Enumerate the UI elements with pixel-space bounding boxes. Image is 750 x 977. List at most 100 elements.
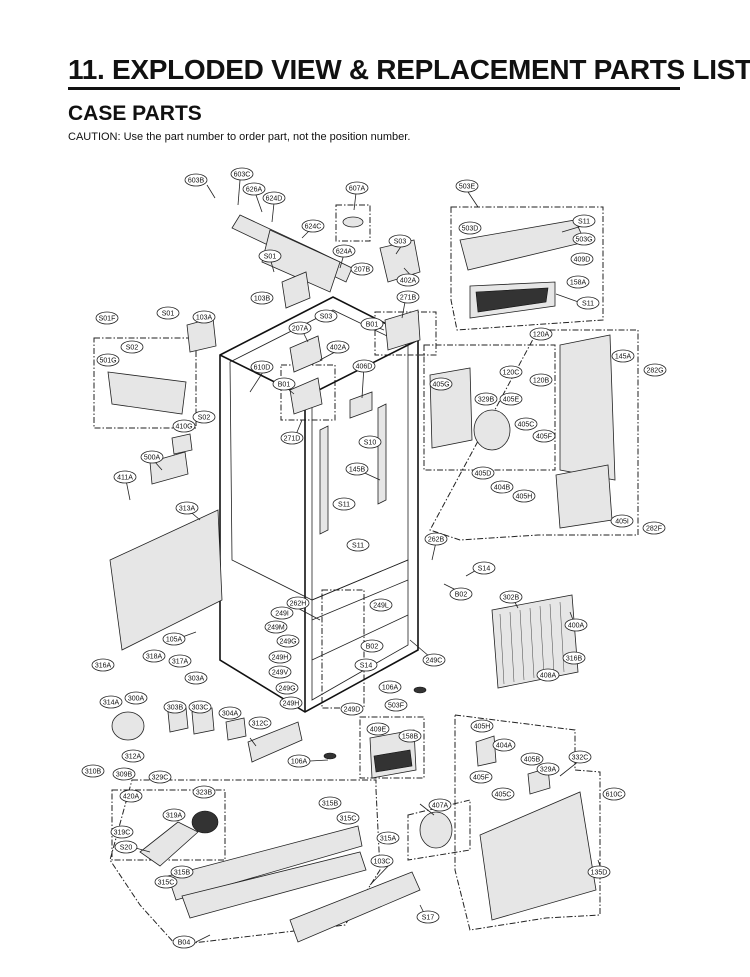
part-number: 207B xyxy=(354,267,371,274)
callout-oval xyxy=(572,232,596,246)
part-number: 411A xyxy=(117,475,133,482)
callout-oval xyxy=(192,410,216,424)
callout-oval xyxy=(192,310,216,324)
callout-oval xyxy=(512,489,536,503)
part-number: 249L xyxy=(373,603,389,610)
part-number: 103C xyxy=(374,859,391,866)
part-number: 303B xyxy=(167,705,184,712)
callout-oval xyxy=(346,538,370,552)
part-callout-610d: 610D xyxy=(250,360,274,374)
caution-note: CAUTION: Use the part number to order pa… xyxy=(68,131,411,143)
part-callout-s11: S11 xyxy=(572,214,596,228)
part-callout-282f: 282F xyxy=(642,521,666,535)
part-callout-s14: S14 xyxy=(354,658,378,672)
callout-oval xyxy=(642,521,666,535)
part-callout-309b: 309B xyxy=(112,767,136,781)
callout-oval xyxy=(576,296,600,310)
part-callout-319c: 319C xyxy=(110,825,134,839)
callout-oval xyxy=(142,649,166,663)
callout-oval xyxy=(602,787,626,801)
callout-oval xyxy=(99,695,123,709)
callout-oval xyxy=(279,696,303,710)
callout-oval xyxy=(120,340,144,354)
callout-oval xyxy=(275,681,299,695)
callout-oval xyxy=(358,435,382,449)
part-number: 249G xyxy=(278,686,295,693)
part-callout-249c: 249C xyxy=(422,653,446,667)
callout-oval xyxy=(162,632,186,646)
callout-oval xyxy=(162,808,186,822)
callout-oval xyxy=(119,789,143,803)
callout-oval xyxy=(429,377,453,391)
callout-oval xyxy=(360,317,384,331)
part-number: 329A xyxy=(540,767,557,774)
callout-oval xyxy=(301,219,325,233)
callout-oval xyxy=(532,429,556,443)
part-callout-501g: 501G xyxy=(96,353,120,367)
part-number: 626A xyxy=(246,187,263,194)
upper-parts xyxy=(107,214,616,529)
part-number: 304A xyxy=(222,711,239,718)
part-callout-405h: 405H xyxy=(470,719,494,733)
refrigerator-cabinet xyxy=(219,296,421,713)
callout-box-shelf xyxy=(93,337,197,429)
part-number: 624C xyxy=(305,224,322,231)
part-callout-106a: 106A xyxy=(378,680,402,694)
part-callout-b04: B04 xyxy=(172,935,196,949)
callout-oval xyxy=(250,291,274,305)
callout-oval xyxy=(520,752,544,766)
part-number: 317A xyxy=(172,659,189,666)
part-callout-s01: S01 xyxy=(156,306,180,320)
part-number: 406D xyxy=(356,364,373,371)
part-number: 105A xyxy=(166,637,183,644)
part-callout-207a: 207A xyxy=(288,321,312,335)
callout-oval xyxy=(474,392,498,406)
part-number: B02 xyxy=(366,644,379,651)
part-number: S11 xyxy=(582,301,594,308)
part-callout-249m: 249M xyxy=(264,620,288,634)
callout-oval xyxy=(242,182,266,196)
part-number: 249V xyxy=(272,670,289,677)
callout-oval xyxy=(469,770,493,784)
part-callout-314a: 314A xyxy=(99,695,123,709)
callout-oval xyxy=(326,340,350,354)
callout-oval xyxy=(280,431,304,445)
part-number: 120B xyxy=(533,378,550,385)
part-callout-503g: 503G xyxy=(572,232,596,246)
part-number: 404B xyxy=(494,485,511,492)
callout-oval xyxy=(587,865,611,879)
part-callout-503d: 503D xyxy=(458,221,482,235)
part-callout-405c: 405C xyxy=(514,417,538,431)
part-number: 503G xyxy=(575,237,592,244)
part-callout-315b: 315B xyxy=(170,865,194,879)
part-callout-145b: 145B xyxy=(345,462,369,476)
part-callout-624d: 624D xyxy=(262,191,286,205)
part-callout-106a: 106A xyxy=(287,754,311,768)
part-callout-249i: 249I xyxy=(270,606,294,620)
callout-oval xyxy=(170,865,194,879)
callout-oval xyxy=(172,935,196,949)
callout-oval xyxy=(168,654,192,668)
callout-oval xyxy=(566,275,590,289)
part-number: 323B xyxy=(196,790,213,797)
part-number: 503E xyxy=(459,184,476,191)
callout-oval xyxy=(492,738,516,752)
part-callout-120b: 120B xyxy=(529,373,553,387)
part-callout-402a: 402A xyxy=(396,273,420,287)
part-number: 405F xyxy=(473,775,489,782)
part-number: 603B xyxy=(188,178,205,185)
part-number: 405H xyxy=(516,494,533,501)
callout-oval xyxy=(455,179,479,193)
part-callout-405d: 405D xyxy=(471,466,495,480)
part-callout-262b: 262B xyxy=(424,532,448,546)
callout-oval xyxy=(287,754,311,768)
part-number: 607A xyxy=(349,186,366,193)
callout-oval xyxy=(262,191,286,205)
part-number: 249M xyxy=(267,625,285,632)
callout-oval xyxy=(424,532,448,546)
part-number: 249D xyxy=(344,707,361,714)
part-number: B02 xyxy=(455,592,468,599)
callout-oval xyxy=(610,514,634,528)
callout-oval xyxy=(564,618,588,632)
part-callout-103b: 103B xyxy=(250,291,274,305)
